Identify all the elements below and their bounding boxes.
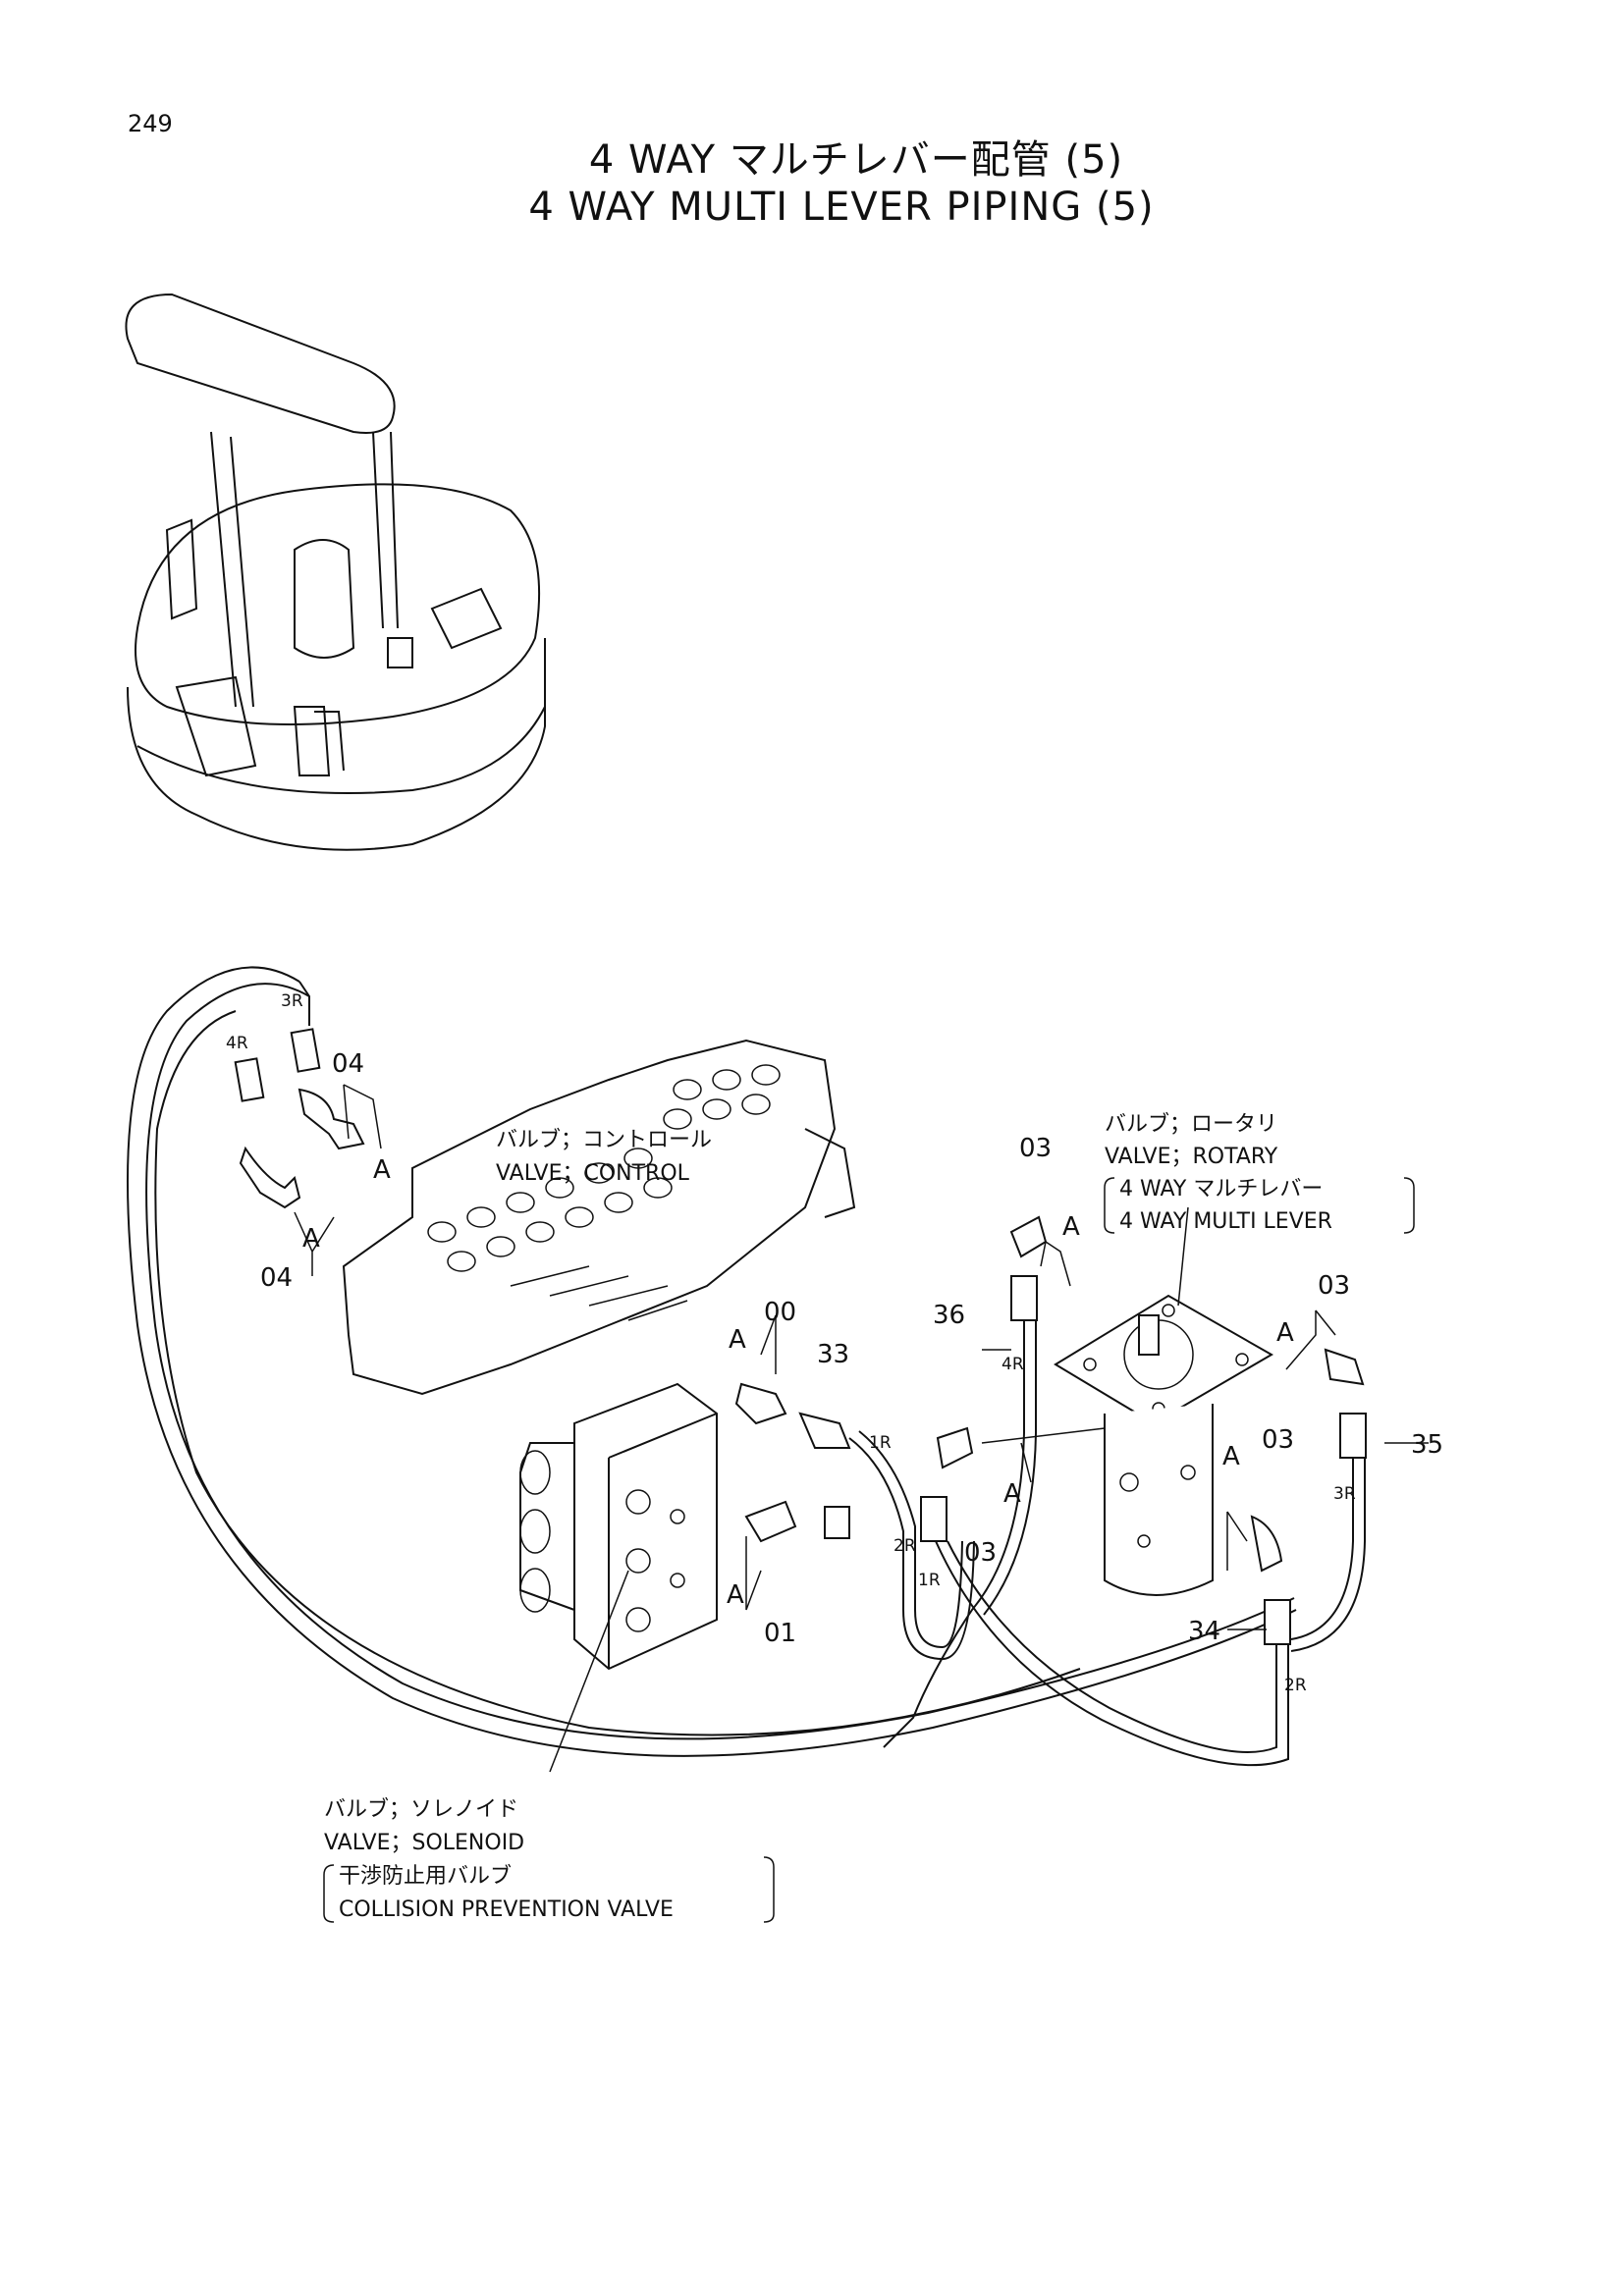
- connecting-hoses: [848, 1320, 1366, 1767]
- callout-00: 00: [764, 1298, 796, 1327]
- leader-lines: [294, 1084, 1429, 1773]
- excavator-illustration: [125, 293, 546, 851]
- hose-tag-4r: 4R: [226, 1034, 248, 1053]
- hose-tag-2r: 2R: [1284, 1676, 1307, 1695]
- hose-tag-3r: 3R: [281, 991, 303, 1011]
- hose-tag-4r: 4R: [1001, 1355, 1024, 1374]
- hose-tag-1r: 1R: [918, 1571, 941, 1590]
- marker-a: A: [302, 1224, 320, 1254]
- hose-tag-2r: 2R: [893, 1536, 916, 1556]
- callout-36: 36: [933, 1301, 965, 1330]
- page-number: 249: [128, 110, 173, 137]
- marker-a: A: [727, 1580, 744, 1610]
- control-valve-label-en: VALVE；CONTROL: [496, 1161, 690, 1186]
- rotary-valve-label-en: VALVE；ROTARY: [1105, 1145, 1278, 1169]
- callout-04-lower: 04: [260, 1263, 293, 1293]
- marker-a: A: [1276, 1318, 1294, 1348]
- solenoid-valve-sub-en: COLLISION PREVENTION VALVE: [339, 1897, 674, 1922]
- a-markers: A A A A A A A A: [302, 1155, 1294, 1610]
- marker-a: A: [1222, 1442, 1240, 1471]
- callout-33: 33: [817, 1340, 849, 1369]
- callouts: 04 04 00 33 01 03 03 03 03 36 35 34: [260, 1049, 1443, 1648]
- hose-loop: [127, 966, 1297, 1757]
- solenoid-valve: [519, 1382, 718, 1671]
- title-japanese: 4 WAY マルチレバー配管 (5): [588, 137, 1124, 183]
- callout-03-right-mid: 03: [1262, 1425, 1294, 1455]
- callout-01: 01: [764, 1619, 796, 1648]
- rotary-valve-sub-jp: 4 WAY マルチレバー: [1119, 1177, 1323, 1201]
- rotary-valve-sub-en: 4 WAY MULTI LEVER: [1119, 1209, 1332, 1234]
- callout-03-right-top: 03: [1318, 1271, 1350, 1301]
- callout-35: 35: [1411, 1430, 1443, 1460]
- control-valve: [342, 1039, 856, 1396]
- rotary-valve: [1054, 1294, 1273, 1596]
- marker-a: A: [373, 1155, 391, 1185]
- hose-tag-3r: 3R: [1333, 1484, 1356, 1504]
- solenoid-valve-label-jp: バルブ；ソレノイド: [324, 1797, 518, 1822]
- solenoid-valve-sub-jp: 干渉防止用バルブ: [339, 1864, 512, 1889]
- hose-tag-1r: 1R: [869, 1433, 892, 1453]
- fittings: [234, 1028, 1367, 1645]
- rotary-valve-label-jp: バルブ；ロータリ: [1105, 1112, 1277, 1137]
- control-valve-label-jp: バルブ；コントロール: [496, 1128, 712, 1152]
- component-labels: バルブ；コントロール VALVE；CONTROL バルブ；ロータリ VALVE；…: [323, 1112, 1415, 1923]
- hose-tags: 3R 4R 1R 2R 1R 4R 3R 2R: [226, 991, 1356, 1695]
- marker-a: A: [1003, 1479, 1021, 1509]
- solenoid-valve-label-en: VALVE；SOLENOID: [324, 1831, 524, 1855]
- callout-04-upper: 04: [332, 1049, 364, 1079]
- marker-a: A: [1062, 1212, 1080, 1242]
- callout-34: 34: [1188, 1617, 1220, 1646]
- callout-03-mid: 03: [964, 1538, 997, 1568]
- title-english: 4 WAY MULTI LEVER PIPING (5): [528, 185, 1155, 230]
- callout-03-left: 03: [1019, 1134, 1052, 1163]
- marker-a: A: [729, 1325, 746, 1355]
